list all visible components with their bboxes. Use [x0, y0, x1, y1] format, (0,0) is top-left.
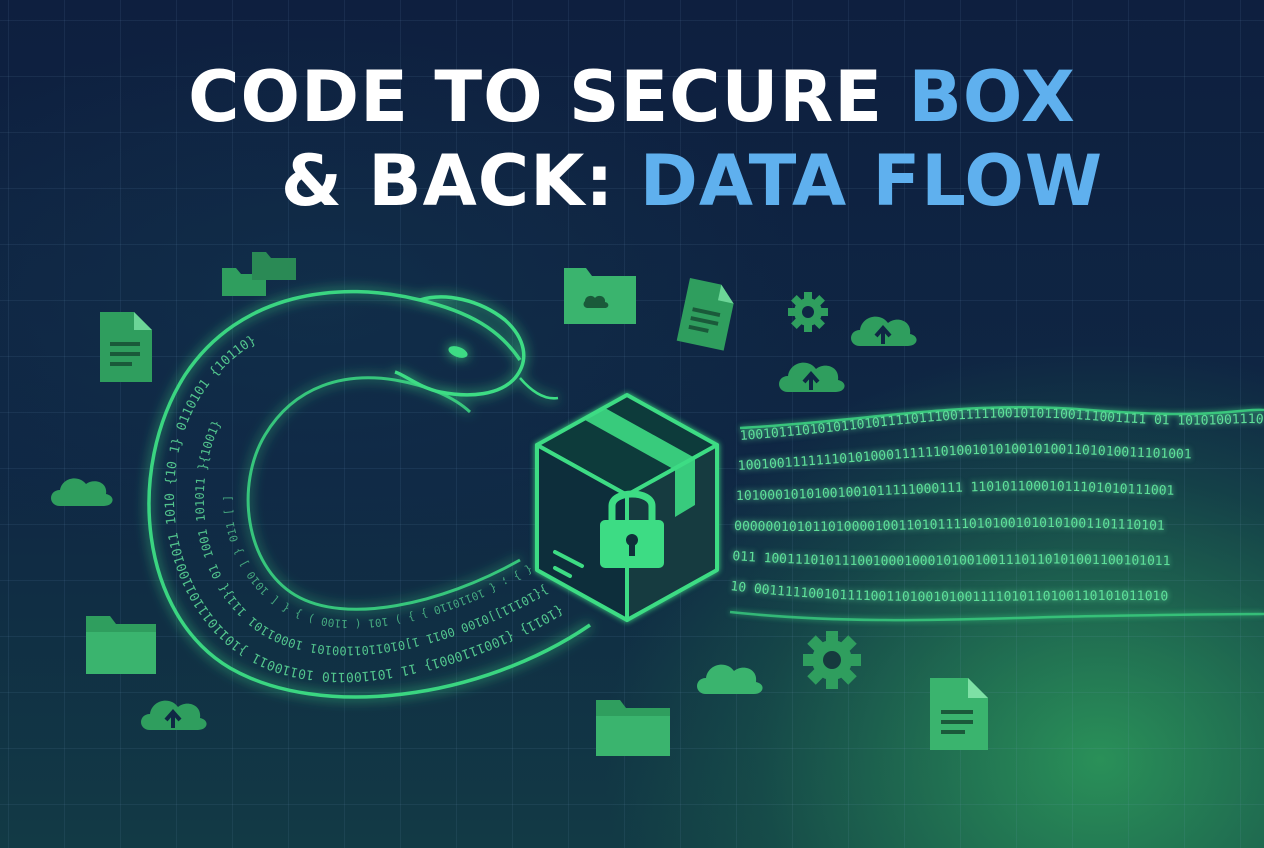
svg-text:10100010101001001011111000111: 10100010101001001011111000111 1101011000…: [736, 479, 1175, 504]
svg-text:{ } ; { 10110110 } } ) 101 ( 1: { } ; { 10110110 } } ) 101 ( 1100 ) } { …: [221, 495, 535, 630]
title-line-1: CODE TO SECURE BOX: [0, 62, 1264, 132]
cloud-upload-icon: [141, 700, 207, 730]
folder-icon: [86, 616, 156, 674]
document-icon: [100, 312, 152, 382]
title-line-2-text: & BACK:: [280, 140, 640, 222]
title-line-2-accent: DATA FLOW: [639, 140, 1104, 222]
document-icon: [930, 678, 988, 750]
document-icon: [676, 278, 734, 351]
cloud-icon: [697, 664, 763, 694]
title-line-1-text: CODE TO SECURE: [188, 56, 909, 138]
folder-icon: [596, 700, 670, 756]
snake-icon: [147, 289, 591, 699]
gear-icon: [803, 631, 861, 689]
padlock-icon: [600, 490, 664, 568]
cloud-upload-icon: [851, 316, 917, 346]
svg-text:10 001111100101111001101001010: 10 0011111001011110011010010100111101011…: [730, 579, 1169, 605]
title-line-2: & BACK: DATA FLOW: [60, 146, 1264, 216]
folder-icon: [252, 252, 296, 280]
svg-text:100100111111101010001111110100: 1001001111111010100011111101001010100101…: [737, 442, 1191, 474]
svg-text:100101110101011010111101110011: 1001011101010110101111011100111110010101…: [0, 0, 1264, 444]
svg-text:000000101011010000100110101111: 0000001010110100001001101011110101001010…: [734, 516, 1165, 535]
cloud-icon: [51, 478, 113, 506]
box-icon: [535, 393, 719, 622]
folder-icon: [564, 268, 636, 324]
gear-icon: [788, 292, 828, 332]
cloud-upload-icon: [779, 362, 845, 392]
title-line-1-accent: BOX: [908, 56, 1076, 138]
svg-text:011 10011101011100100010001010: 011 100111010111001000100010100100111011…: [732, 549, 1171, 569]
